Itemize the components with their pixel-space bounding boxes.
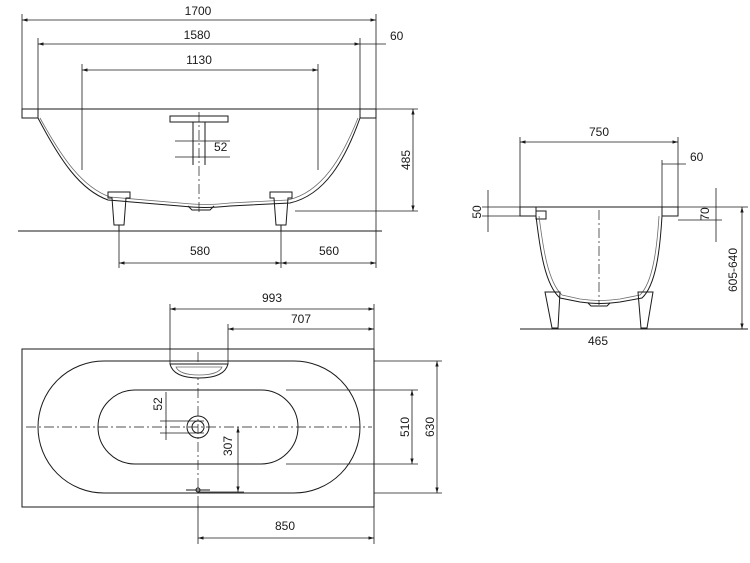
dim-560-label: 560: [319, 244, 339, 258]
end-foot-left: [544, 291, 561, 329]
dim-580-label: 580: [190, 244, 210, 258]
dim-465-label: 465: [588, 334, 608, 348]
plan-view: 993 707 52 307 510 630 850: [21, 291, 442, 544]
dim-993-label: 993: [262, 291, 282, 305]
side-drain: [187, 205, 215, 211]
dim-307-label: 307: [221, 436, 235, 456]
end-tub-inner: [538, 215, 660, 301]
side-view: 1700 1580 60 1130 52 485 580 560: [18, 4, 418, 268]
dim-1130-label: 1130: [186, 53, 212, 67]
side-foot-left: [107, 191, 131, 226]
end-drain: [587, 302, 611, 307]
dim-630-label: 630: [423, 417, 437, 437]
end-overflow-nub: [535, 210, 547, 220]
dim-52-label: 52: [214, 140, 228, 154]
dim-60-label: 60: [390, 29, 404, 43]
dim-605-label: 605-640: [726, 248, 740, 292]
side-tub-inner: [39, 117, 359, 205]
end-rim-left: [519, 207, 537, 217]
side-rim-left: [21, 109, 39, 119]
dim-510-label: 510: [398, 417, 412, 437]
dim-707-label: 707: [291, 312, 311, 326]
plan-overflow-inner: [175, 366, 223, 376]
end-foot-right: [637, 291, 654, 329]
dim-70-label: 70: [698, 207, 712, 221]
dim-1580-label: 1580: [184, 28, 211, 42]
plan-overflow-plate: [169, 363, 229, 379]
side-rim-right: [359, 109, 377, 119]
end-tub-body: [535, 215, 663, 304]
dim-50-label: 50: [470, 205, 484, 219]
dim-750-label: 750: [589, 125, 609, 139]
dim-485-label: 485: [399, 150, 413, 170]
dim-850-label: 850: [275, 519, 295, 533]
end-rim-right: [661, 207, 679, 217]
side-foot-right: [269, 191, 293, 226]
dim-1700-label: 1700: [185, 4, 212, 18]
dim-60e-label: 60: [690, 150, 704, 164]
plan-drain-outer: [186, 415, 210, 439]
side-overflow-pipe: [192, 122, 206, 165]
dim-52p-label: 52: [151, 397, 165, 411]
side-tub-body: [37, 117, 361, 208]
end-view: 750 60 50 70 605-640 465: [470, 125, 748, 348]
